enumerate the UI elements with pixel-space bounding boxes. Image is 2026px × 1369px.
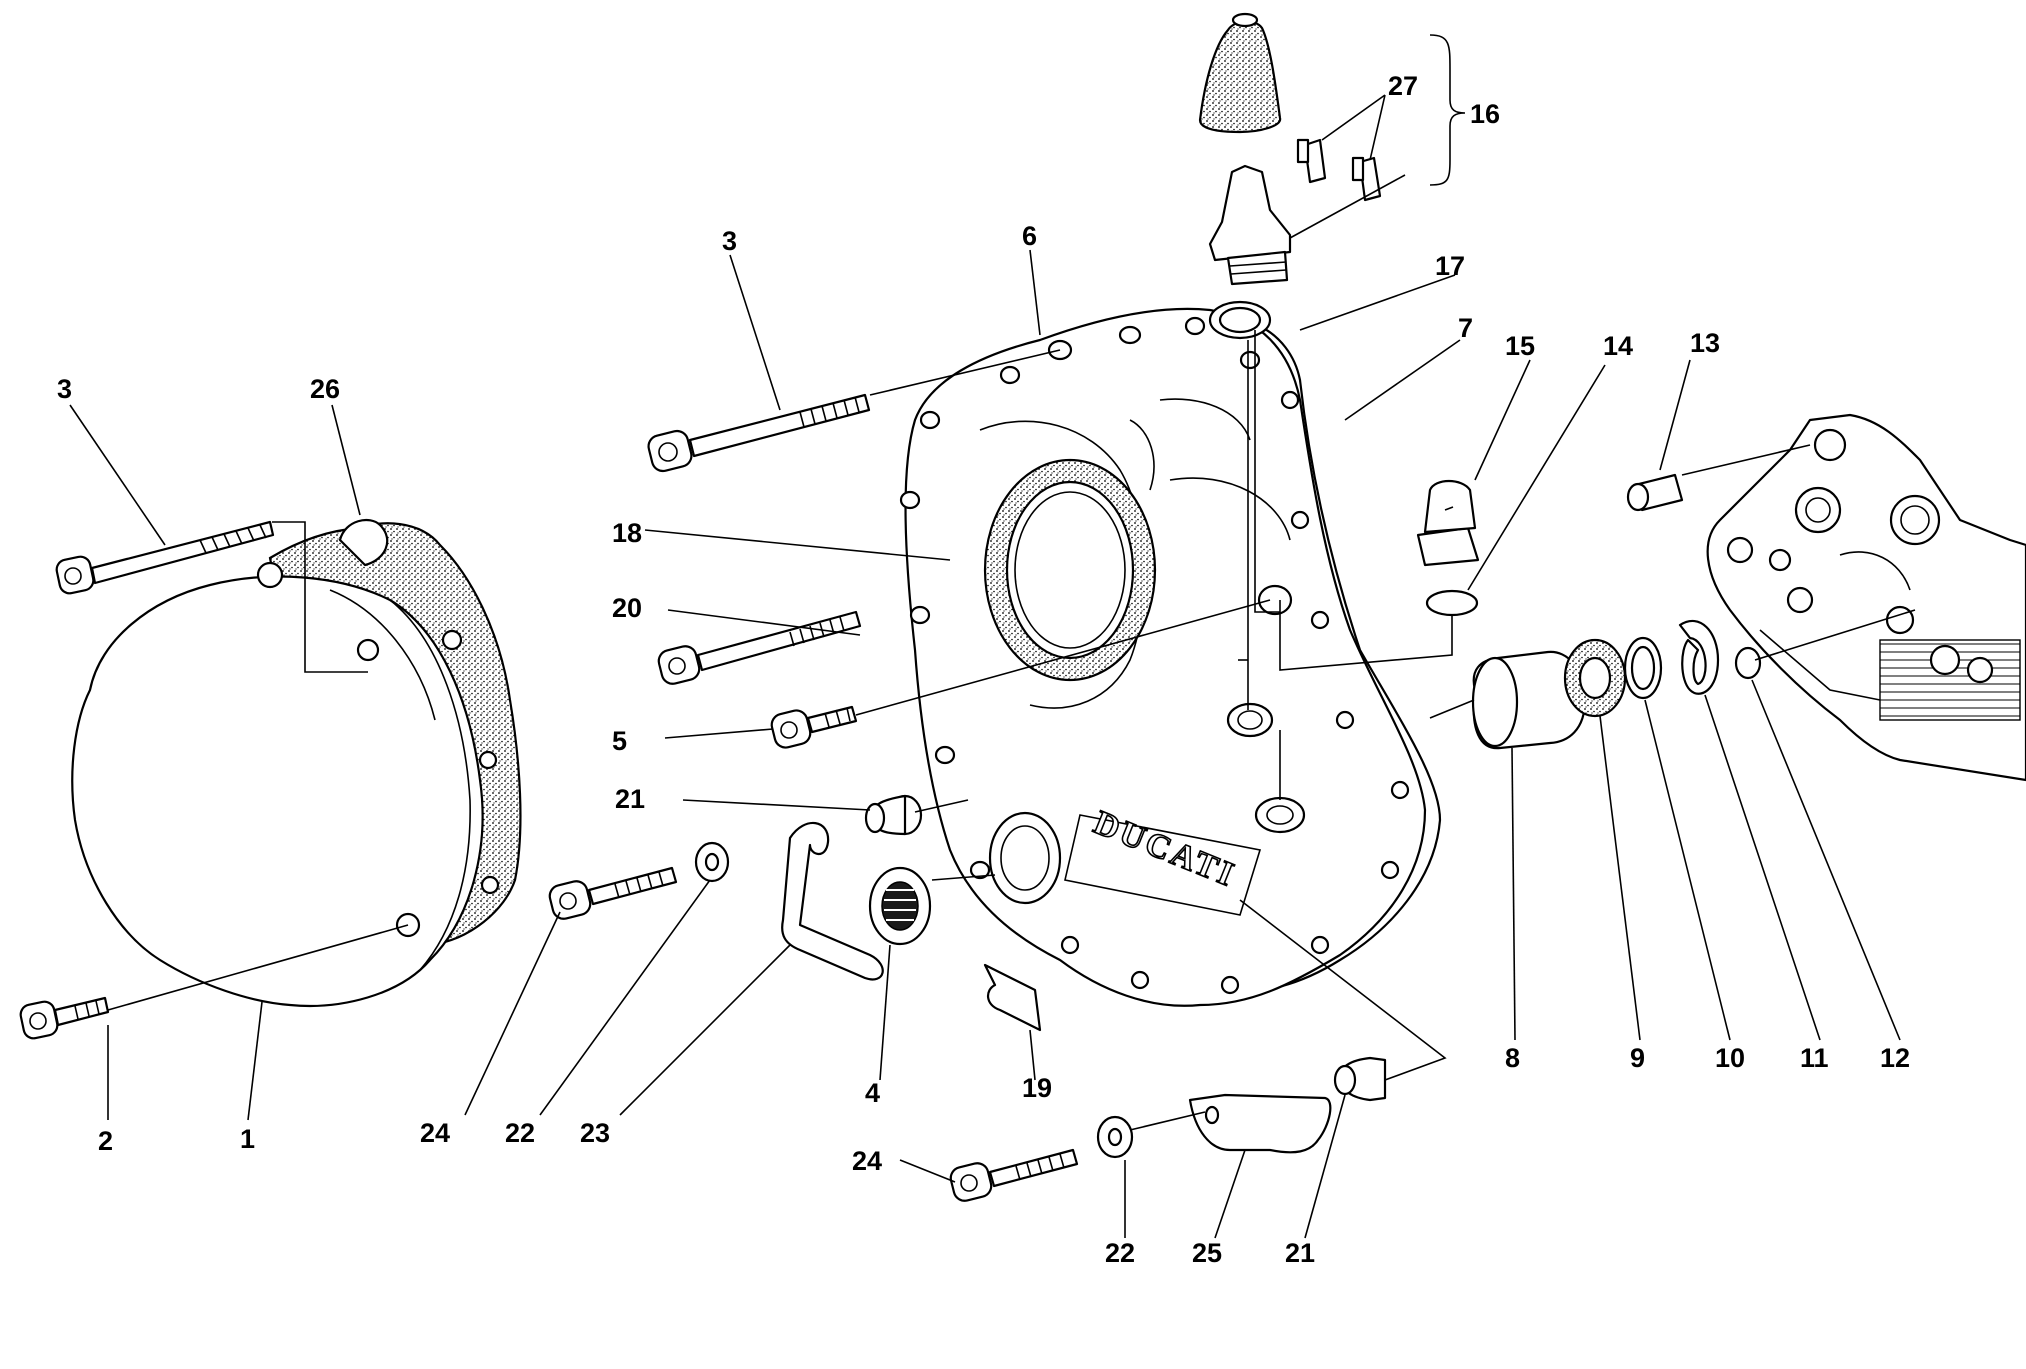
cover-lug-hole [478,750,498,770]
circlip-11 [1678,619,1720,695]
callout-3b: 3 [722,226,737,256]
callout-23: 23 [580,1118,610,1148]
callout-12: 12 [1880,1043,1910,1073]
gasket-lug [338,518,389,567]
callout-15: 15 [1505,331,1535,361]
callout-2: 2 [98,1126,113,1156]
o-ring-14 [1425,589,1479,617]
callout-14: 14 [1603,331,1633,361]
callout-24a: 24 [420,1118,450,1148]
callout-8: 8 [1505,1043,1520,1073]
crankcase-section [1706,413,2026,782]
callout-21b: 21 [1285,1238,1315,1268]
callout-5: 5 [612,726,627,756]
callout-11: 11 [1800,1043,1829,1073]
wire-clip [781,821,884,981]
leader-lines [69,94,1916,1239]
callout-4: 4 [865,1078,880,1108]
bolt-lower [949,1148,1079,1202]
dowel-lower [1333,1056,1387,1102]
group-brace [1429,34,1466,186]
sealing-washer-top [1208,300,1272,340]
callout-20: 20 [612,593,642,623]
callout-18: 18 [612,518,642,548]
cover-lug-hole [441,629,463,651]
callout-1: 1 [240,1124,255,1154]
callout-10: 10 [1715,1043,1745,1073]
callout-22a: 22 [505,1118,535,1148]
callout-6: 6 [1022,221,1037,251]
callout-16: 16 [1470,99,1500,129]
bushing-13 [1626,473,1684,512]
sensor-connector-pin [1296,138,1382,202]
cover-lug-hole [356,638,380,662]
callout-27: 27 [1388,71,1418,101]
bolt-long-left [55,520,275,595]
bolt-left-lower [548,866,678,920]
callout-22b: 22 [1105,1238,1135,1268]
callout-3a: 3 [57,374,72,404]
plate [983,963,1042,1032]
callout-numbers: 3 26 2 1 3 6 17 7 15 14 13 27 16 18 20 5… [57,71,1910,1268]
bracket [1188,1093,1332,1154]
washer-lower [1096,1115,1134,1159]
callout-19: 19 [1022,1073,1052,1103]
callout-25: 25 [1192,1238,1222,1268]
cover-lug-hole [480,875,500,895]
callout-9: 9 [1630,1043,1645,1073]
clutch-cover [71,575,484,1007]
o-ring-12 [1734,646,1762,680]
bolt-medium [657,610,862,685]
main-engine-cover: DUCATI [899,307,1442,1007]
cover-lug-hole [256,561,284,589]
callout-17: 17 [1435,251,1465,281]
washer-left [694,841,730,883]
ring-10 [1623,636,1663,700]
dowel-upper [864,794,923,836]
oil-seal-small [868,866,932,946]
bolt-long-top [647,393,871,473]
sensor-switch [1208,164,1292,286]
clutch-cover-group [71,518,522,1007]
bolt-short [770,705,858,749]
oil-filler-plug [1416,479,1480,567]
bolt-short-left [19,996,110,1040]
callout-13: 13 [1690,328,1720,358]
callout-21a: 21 [615,784,645,814]
callout-24b: 24 [852,1146,882,1176]
oil-seal-large [983,458,1157,682]
callout-7: 7 [1458,313,1473,343]
callout-26: 26 [310,374,340,404]
sensor-boot [1198,12,1282,134]
seal-9 [1563,638,1627,718]
main-cover-body [904,307,1427,1007]
